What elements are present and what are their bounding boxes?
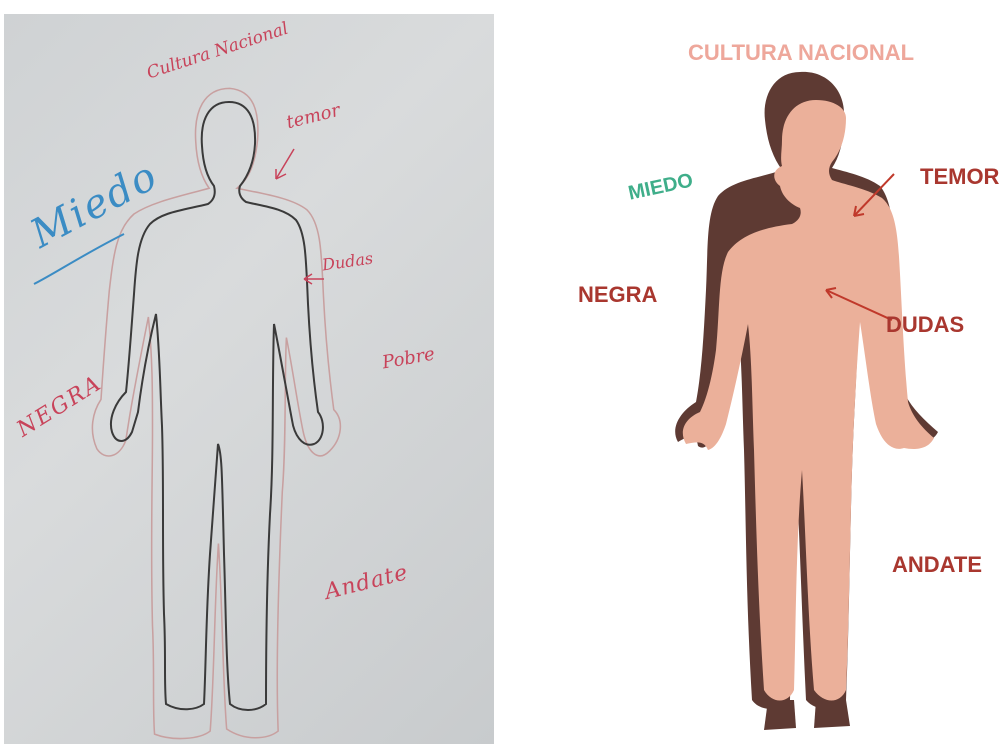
body-illustration bbox=[520, 0, 1008, 744]
photo-panel: Cultura Nacional temor Miedo Dudas Pobre… bbox=[4, 14, 494, 744]
label-negra: NEGRA bbox=[578, 282, 657, 308]
illustration-panel: CULTURA NACIONAL MIEDO TEMOR NEGRA DUDAS… bbox=[520, 0, 1008, 744]
label-temor: TEMOR bbox=[920, 164, 999, 190]
label-andate: ANDATE bbox=[892, 552, 982, 578]
label-cultura-nacional: CULTURA NACIONAL bbox=[688, 40, 914, 66]
label-dudas: DUDAS bbox=[886, 312, 964, 338]
